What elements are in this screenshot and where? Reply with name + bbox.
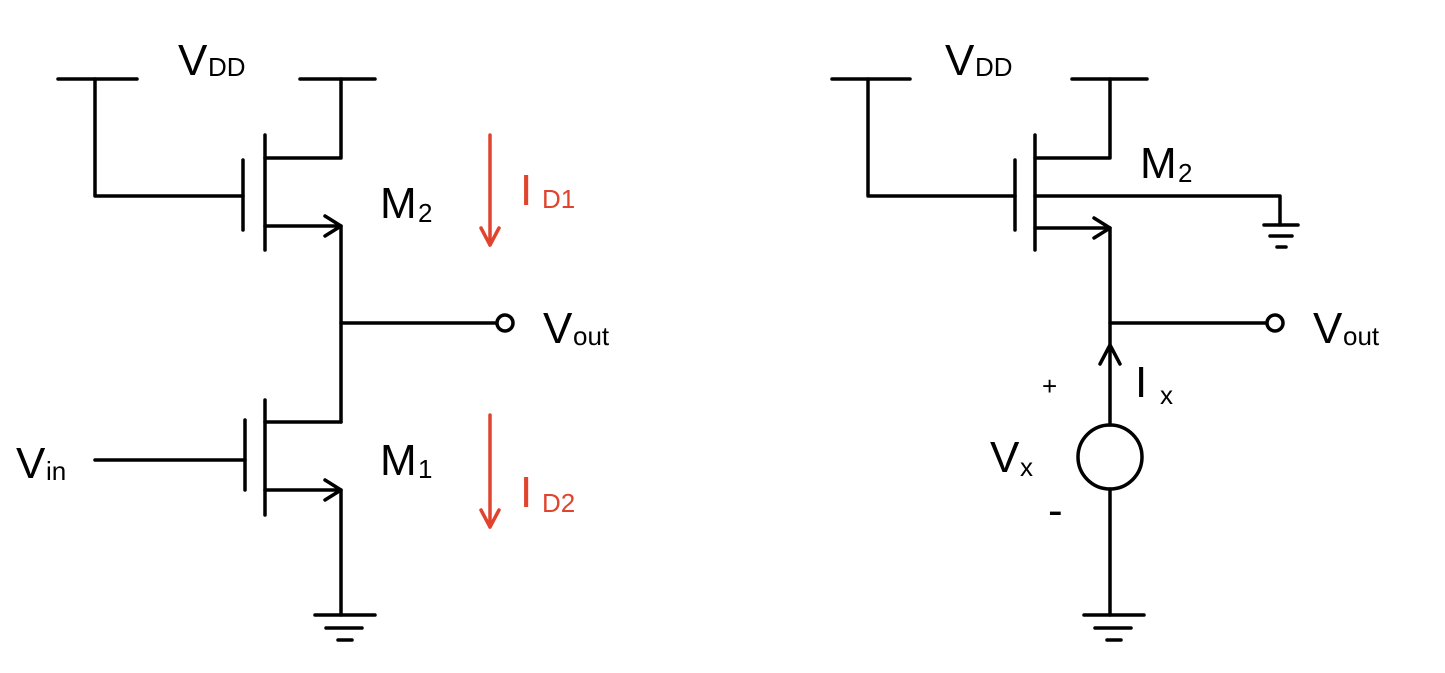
plus-sign: + <box>1042 371 1057 401</box>
vin-label: V <box>16 439 46 488</box>
minus-sign: - <box>1048 486 1063 535</box>
m1-label: M <box>380 436 417 485</box>
id2-label: I <box>520 468 532 517</box>
voltage-source-icon <box>1076 423 1144 491</box>
vin-label-sub: in <box>46 456 66 486</box>
vdd-label: V <box>178 36 208 85</box>
ground-icon <box>1082 613 1146 642</box>
id2-label-sub: D2 <box>542 488 575 518</box>
current-arrow-id2 <box>479 413 501 529</box>
id1-label-sub: D1 <box>542 184 575 214</box>
output-terminal <box>1265 313 1285 333</box>
ix-label: I <box>1135 358 1147 407</box>
current-arrow-ix <box>1098 343 1122 366</box>
vout-label-sub: out <box>573 321 610 351</box>
vdd-label-sub: DD <box>208 52 246 82</box>
transistor-m2 <box>866 77 1282 252</box>
vx-label-sub: x <box>1020 452 1033 482</box>
transistor-m2 <box>93 77 343 252</box>
vdd-label-sub: DD <box>975 52 1013 82</box>
vout-label-sub: out <box>1343 321 1380 351</box>
m2-label: M <box>380 179 417 228</box>
current-arrow-id1 <box>479 133 501 247</box>
id1-label: I <box>520 166 532 215</box>
m2-label-sub: 2 <box>1178 158 1192 188</box>
m2-label: M <box>1140 139 1177 188</box>
transistor-m1 <box>93 398 343 617</box>
ground-icon <box>313 613 377 642</box>
m2-label-sub: 2 <box>418 198 432 228</box>
vx-label: V <box>990 433 1020 482</box>
m1-label-sub: 1 <box>418 454 432 484</box>
vdd-label: V <box>945 36 975 85</box>
left-circuit: V DD M 2 V out I D1 <box>16 36 610 642</box>
ground-icon <box>1262 223 1300 249</box>
ix-label-sub: x <box>1160 380 1173 410</box>
output-terminal <box>495 313 515 333</box>
right-circuit: V DD M 2 V out I x + - V x <box>830 36 1380 642</box>
vout-label: V <box>1313 304 1343 353</box>
vout-label: V <box>543 304 573 353</box>
